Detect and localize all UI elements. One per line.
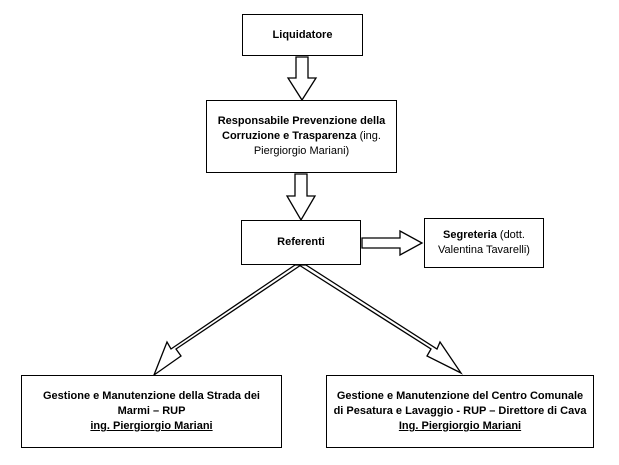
node-rpct-person-line2: (ing. <box>356 130 381 143</box>
node-rpct: Responsabile Prevenzione della Corruzion… <box>206 100 397 173</box>
node-segreteria-line1: Segreteria (dott. <box>443 228 525 243</box>
node-referenti: Referenti <box>241 220 361 265</box>
node-segreteria-title: Segreteria <box>443 229 497 242</box>
node-liquidatore: Liquidatore <box>242 14 363 56</box>
node-strada-person: ing. Piergiorgio Mariani <box>90 419 213 432</box>
arrow-referenti-to-segreteria <box>361 229 424 257</box>
node-strada-line2: Marmi – RUP <box>117 405 186 418</box>
arrow-rpct-to-referenti <box>285 173 317 222</box>
node-rpct-title-line1: Responsabile Prevenzione della <box>217 115 386 128</box>
node-rpct-line2: Corruzione e Trasparenza (ing. <box>222 129 381 144</box>
arrow-referenti-to-strada <box>152 264 304 377</box>
node-liquidatore-title: Liquidatore <box>272 28 333 41</box>
node-segreteria: Segreteria (dott. Valentina Tavarelli) <box>424 218 544 268</box>
node-rpct-person-line3: Piergiorgio Mariani) <box>253 144 350 157</box>
node-strada-dei-marmi: Gestione e Manutenzione della Strada dei… <box>21 375 282 448</box>
node-segreteria-person-line2: Valentina Tavarelli) <box>438 244 530 256</box>
arrow-liquidatore-to-rpct <box>286 56 318 102</box>
node-rpct-title-line2: Corruzione e Trasparenza <box>222 130 357 143</box>
node-strada-line1: Gestione e Manutenzione della Strada dei <box>43 390 260 403</box>
node-referenti-title: Referenti <box>277 236 325 249</box>
node-centro-person: Ing. Piergiorgio Mariani <box>398 419 522 432</box>
arrow-referenti-to-centro <box>296 264 463 375</box>
node-centro-line2: di Pesatura e Lavaggio - RUP – Direttore… <box>333 405 587 418</box>
node-segreteria-person-line1: (dott. <box>496 229 525 242</box>
node-centro-comunale: Gestione e Manutenzione del Centro Comun… <box>326 375 594 448</box>
node-centro-line1: Gestione e Manutenzione del Centro Comun… <box>336 390 584 403</box>
